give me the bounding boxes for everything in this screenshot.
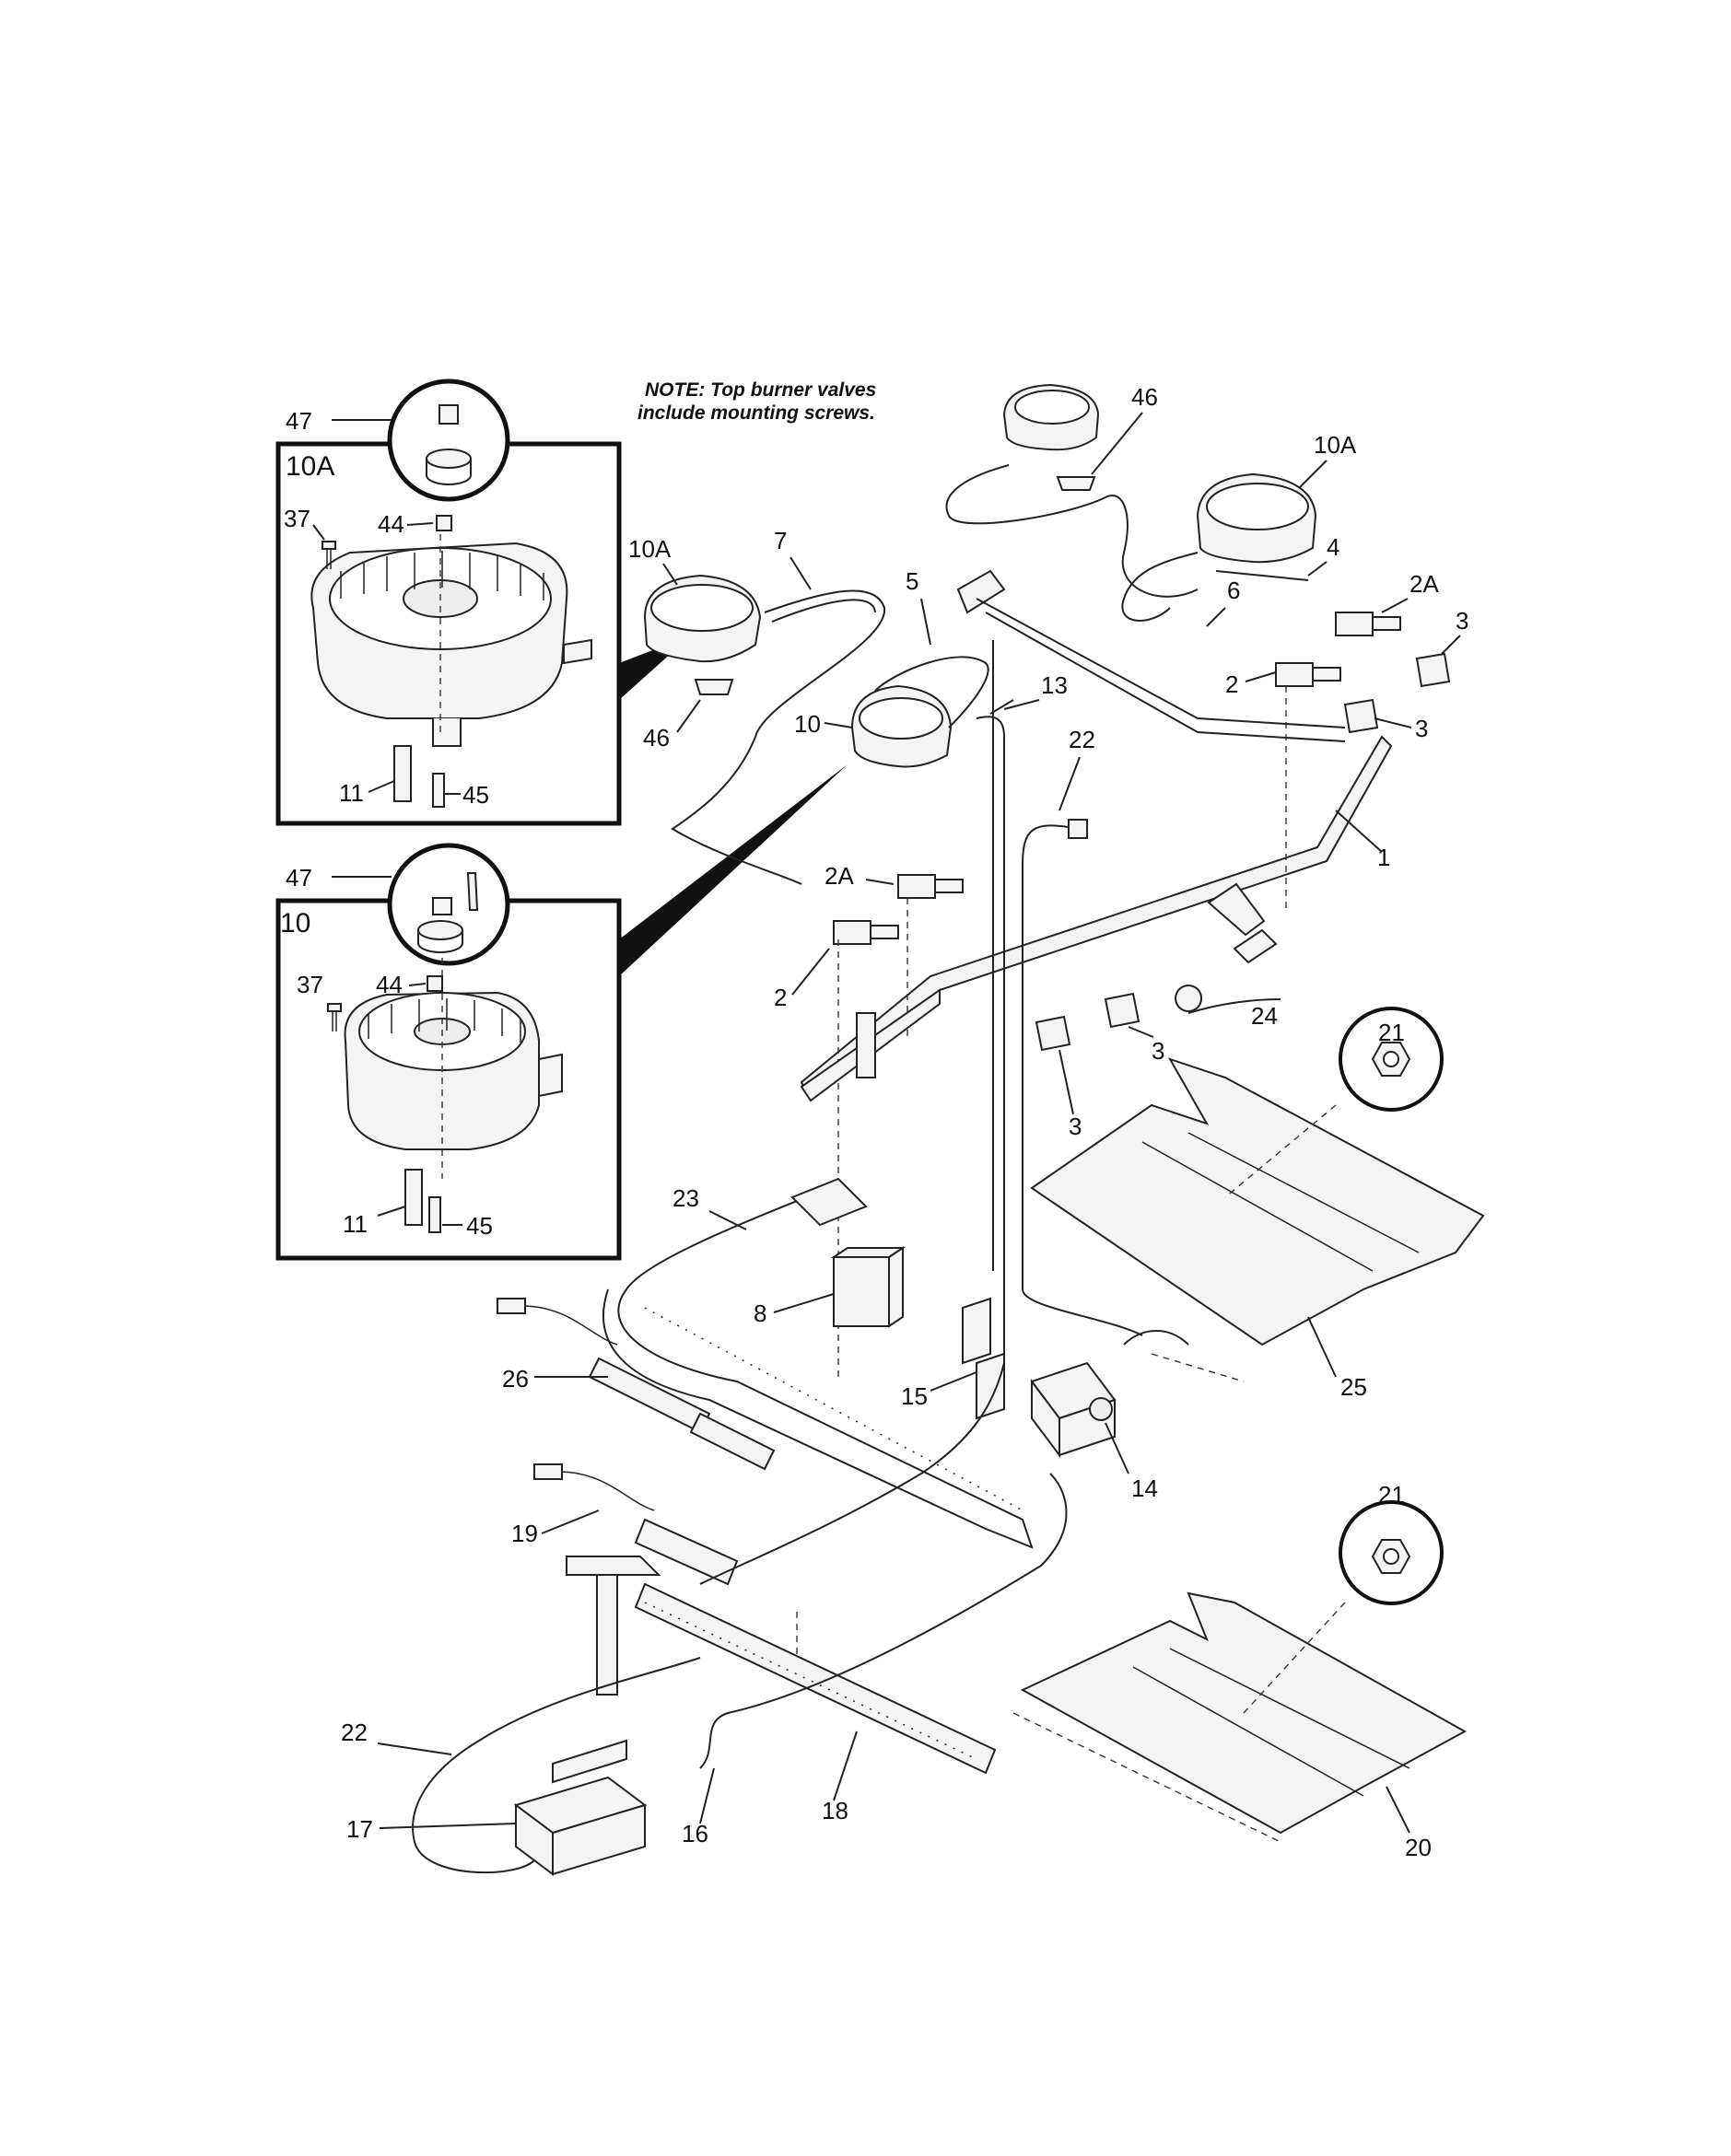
callout-2-middle: 2: [774, 984, 787, 1011]
burner-10: 10 5: [794, 567, 989, 768]
callout-46-right: 46: [1131, 383, 1158, 411]
igniter-26: 26: [497, 1298, 776, 1471]
callout-3-d: 3: [1069, 1113, 1082, 1140]
screw-37-top: 37: [284, 505, 336, 569]
callout-37-top: 37: [284, 505, 310, 532]
callout-22-top: 22: [1069, 726, 1095, 753]
screw-44-bottom: 44: [376, 971, 443, 998]
callout-47-bottom: 47: [286, 864, 312, 892]
tube-13: 13: [976, 640, 1068, 1363]
nut-21-top: 21: [1339, 1007, 1444, 1112]
callout-21-bottom: 21: [1378, 1481, 1405, 1509]
callout-16: 16: [682, 1820, 708, 1847]
callout-11-bottom: 11: [343, 1210, 368, 1238]
tube-22-top: 22: [1022, 726, 1143, 1336]
igniter-19: 19: [511, 1463, 739, 1586]
callout-18: 18: [822, 1797, 848, 1824]
callout-37-bottom: 37: [297, 971, 323, 998]
callout-2-right: 2: [1225, 670, 1238, 698]
inset-10a: 10A 37 44: [275, 379, 622, 826]
tube-7: 7: [671, 527, 886, 885]
callout-47-top: 47: [286, 407, 312, 435]
callout-13: 13: [1041, 671, 1068, 699]
burner-10a-left: 10A 46: [628, 535, 762, 752]
callout-24: 24: [1251, 1002, 1278, 1030]
burner-right-top: 46: [945, 383, 1199, 598]
callout-15: 15: [901, 1382, 928, 1410]
callout-26: 26: [502, 1365, 529, 1393]
callout-23: 23: [673, 1184, 699, 1212]
manifold-pipe-1: 1: [800, 569, 1393, 1102]
callout-44-top: 44: [378, 510, 404, 538]
screw-45-top: 45: [432, 773, 489, 809]
callout-22-bottom: 22: [341, 1719, 368, 1746]
electrode-11-top: 11: [339, 745, 412, 807]
valves-right: 2A 2: [1225, 570, 1439, 698]
callout-14: 14: [1131, 1474, 1158, 1502]
callout-10a-right: 10A: [1314, 431, 1357, 459]
note: NOTE: Top burner valves include mounting…: [637, 379, 876, 424]
inset-10a-magnifier: [387, 379, 510, 502]
note-line-2: include mounting screws.: [637, 402, 875, 424]
spreader-20: 20: [1012, 1591, 1468, 1861]
box-8: 8: [754, 1246, 906, 1328]
inset-10: 10 37 44 11: [275, 843, 622, 1261]
callout-2a-middle: 2A: [825, 862, 854, 890]
bracket-15: 15: [901, 1297, 1005, 1420]
tubes-4-6: 4 6: [1206, 533, 1339, 627]
callout-11-top: 11: [339, 779, 364, 807]
callout-6: 6: [1227, 577, 1240, 604]
screw-47-top: [426, 404, 472, 485]
callout-7: 7: [774, 527, 787, 554]
valve-14: 14: [1030, 1330, 1245, 1502]
gaskets-3-lower: 3 3: [1035, 992, 1164, 1140]
gaskets-3-right: 3 3: [1285, 607, 1468, 912]
screw-47-bottom: [417, 872, 479, 953]
callout-45-top: 45: [462, 781, 489, 809]
inset-10a-label: 10A: [286, 451, 334, 482]
callout-5: 5: [906, 567, 918, 595]
burner-base-10a-detail: [310, 542, 592, 747]
fitting-24: 24: [1175, 882, 1281, 1030]
tube-16: 16: [682, 1362, 1068, 1847]
electrode-11-bottom: 11: [343, 1169, 423, 1238]
valves-middle: 2A 2: [774, 862, 964, 1381]
callout-21-top: 21: [1378, 1019, 1405, 1046]
callout-2a-right: 2A: [1409, 570, 1439, 598]
tube-22-bottom: 22: [341, 1657, 701, 1874]
screw-37-bottom: 37: [297, 971, 342, 1031]
screw-44-top: 44: [378, 510, 452, 538]
callout-44-bottom: 44: [376, 971, 403, 998]
valve-17: 17: [346, 1739, 648, 1876]
callout-3-c: 3: [1152, 1037, 1164, 1065]
screw-45-bottom: 45: [428, 1196, 493, 1240]
callout-4: 4: [1327, 533, 1339, 561]
burner-base-10-detail: [344, 991, 563, 1150]
callout-10: 10: [794, 710, 821, 738]
callout-17: 17: [346, 1815, 373, 1843]
callout-45-bottom: 45: [466, 1212, 493, 1240]
note-line-1: NOTE: Top burner valves: [645, 379, 876, 401]
callout-3-a: 3: [1456, 607, 1468, 635]
burner-10a-right: 10A: [1121, 431, 1357, 622]
inset-10-label: 10: [280, 908, 310, 938]
inset-10-pointer: [619, 764, 848, 976]
callout-46-left: 46: [643, 724, 670, 752]
callout-1: 1: [1377, 844, 1390, 871]
callout-25: 25: [1340, 1373, 1367, 1401]
callout-10a-left: 10A: [628, 535, 672, 563]
callout-8: 8: [754, 1299, 766, 1327]
callout-20: 20: [1405, 1834, 1432, 1861]
spreader-25: 25: [1030, 1057, 1485, 1401]
oven-burner-23: 23: [602, 1177, 1034, 1549]
callout-3-b: 3: [1415, 715, 1428, 742]
callout-19: 19: [511, 1520, 538, 1547]
nut-21-bottom: 21: [1339, 1481, 1444, 1605]
broil-burner-18: 18: [566, 1556, 997, 1824]
manifold-support: [856, 1012, 876, 1078]
